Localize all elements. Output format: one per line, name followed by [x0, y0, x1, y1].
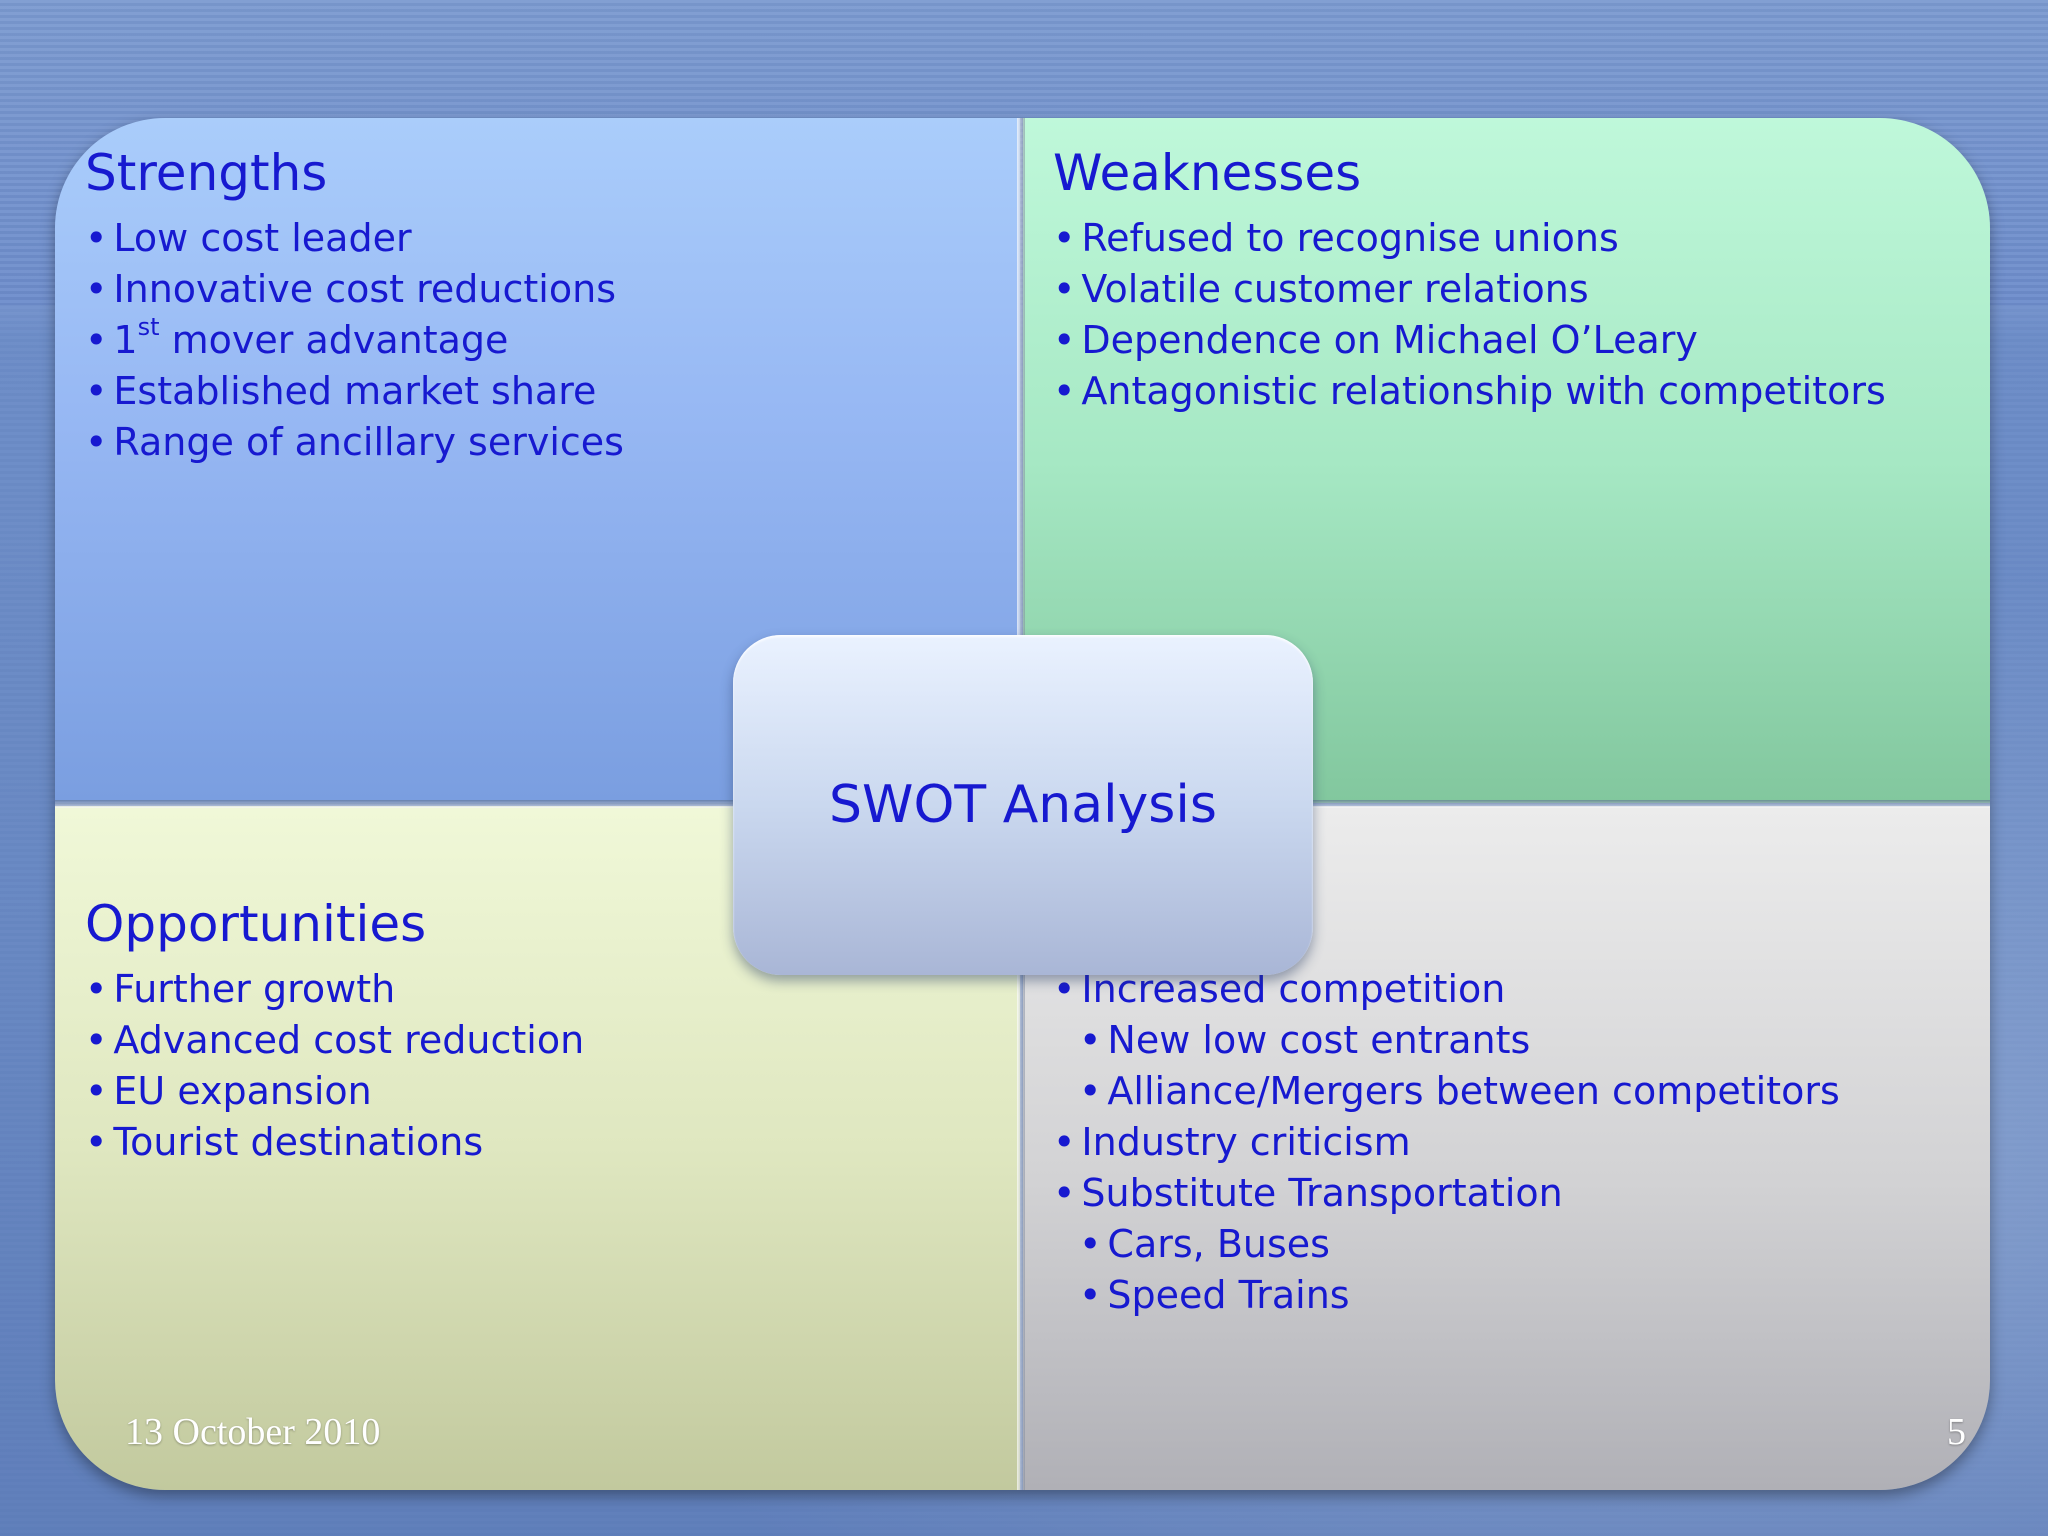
list-item: Antagonistic relationship with competito…: [1053, 366, 1885, 417]
list-item: Dependence on Michael O’Leary: [1053, 315, 1886, 366]
strengths-list: Low cost leader Innovative cost reductio…: [85, 213, 624, 468]
list-item: Tourist destinations: [85, 1117, 584, 1168]
list-item: Further growth: [85, 964, 584, 1015]
list-item: Innovative cost reductions: [85, 264, 624, 315]
list-item: Established market share: [85, 366, 624, 417]
ordinal-suffix: st: [137, 313, 160, 342]
list-item: Substitute Transportation: [1053, 1168, 1840, 1219]
list-item: Low cost leader: [85, 213, 624, 264]
page-number: 5: [1947, 1411, 1966, 1453]
sub-list-item: Speed Trains: [1053, 1270, 1840, 1321]
list-item: Volatile customer relations: [1053, 264, 1886, 315]
footer-date: 13 October 2010: [125, 1411, 381, 1453]
list-item: Advanced cost reduction: [85, 1015, 584, 1066]
list-item-number: 1: [113, 318, 138, 362]
center-label: SWOT Analysis: [829, 775, 1217, 835]
opportunities-list: Further growth Advanced cost reduction E…: [85, 964, 584, 1168]
weaknesses-list: Refused to recognise unions Volatile cus…: [1053, 213, 1886, 417]
opportunities-quadrant: Opportunities Further growth Advanced co…: [55, 806, 1020, 1490]
list-item: Range of ancillary services: [85, 417, 624, 468]
sub-list-item: New low cost entrants: [1053, 1015, 1840, 1066]
list-item: 1st mover advantage: [85, 315, 624, 366]
list-item: EU expansion: [85, 1066, 584, 1117]
opportunities-title: Opportunities: [85, 895, 427, 953]
center-label-box: SWOT Analysis: [733, 635, 1313, 975]
weaknesses-title: Weaknesses: [1053, 144, 1362, 202]
list-item-text: mover advantage: [159, 318, 509, 362]
strengths-quadrant: Strengths Low cost leader Innovative cos…: [55, 118, 1020, 803]
threats-list: Increased competition New low cost entra…: [1053, 964, 1840, 1321]
sub-list-item: Cars, Buses: [1053, 1219, 1840, 1270]
swot-matrix: Strengths Low cost leader Innovative cos…: [55, 118, 1990, 1490]
sub-list-item: Alliance/Mergers between competitors: [1053, 1066, 1839, 1117]
list-item: Refused to recognise unions: [1053, 213, 1886, 264]
strengths-title: Strengths: [85, 144, 328, 202]
list-item: Industry criticism: [1053, 1117, 1840, 1168]
